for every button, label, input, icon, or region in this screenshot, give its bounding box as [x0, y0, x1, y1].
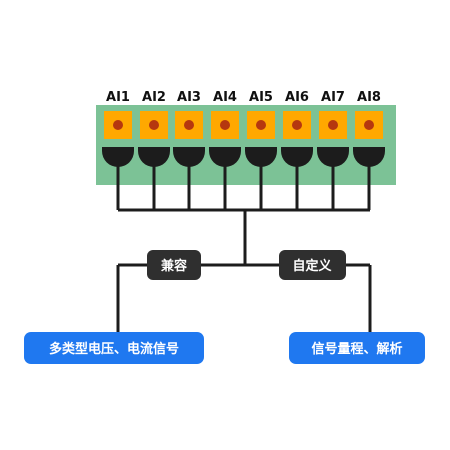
channel-labels: AI1 AI2 AI3 AI4 AI5 AI6 AI7 AI8: [106, 90, 381, 105]
screw-dot: [113, 120, 123, 130]
screw-dot: [184, 120, 194, 130]
wire-socket: [138, 147, 170, 167]
channel-label: AI7: [321, 90, 345, 105]
pill-signal-types-label: 多类型电压、电流信号: [49, 341, 179, 357]
screw-dot: [292, 120, 302, 130]
screw-dot: [256, 120, 266, 130]
channel-label: AI3: [177, 90, 201, 105]
channel-label: AI8: [357, 90, 381, 105]
screw-dot: [220, 120, 230, 130]
wire-socket: [173, 147, 205, 167]
screw-dot: [364, 120, 374, 130]
pill-range-parse-label: 信号量程、解析: [311, 341, 402, 357]
wire-socket: [209, 147, 241, 167]
pill-signal-types: 多类型电压、电流信号: [24, 332, 204, 364]
channel-label: AI2: [142, 90, 166, 105]
channel-label: AI6: [285, 90, 309, 105]
wire-socket: [245, 147, 277, 167]
wire-socket: [353, 147, 385, 167]
channel-label: AI1: [106, 90, 130, 105]
wire-socket: [102, 147, 134, 167]
terminals: [102, 111, 385, 210]
channel-label: AI5: [249, 90, 273, 105]
wire-socket: [281, 147, 313, 167]
screw-dot: [149, 120, 159, 130]
tag-custom-label: 自定义: [292, 258, 332, 274]
pill-range-parse: 信号量程、解析: [289, 332, 425, 364]
channel-label: AI4: [213, 90, 237, 105]
tag-compatible: 兼容: [147, 250, 201, 280]
tag-compatible-label: 兼容: [161, 258, 187, 274]
wire-socket: [317, 147, 349, 167]
tag-custom: 自定义: [279, 250, 346, 280]
screw-dot: [328, 120, 338, 130]
